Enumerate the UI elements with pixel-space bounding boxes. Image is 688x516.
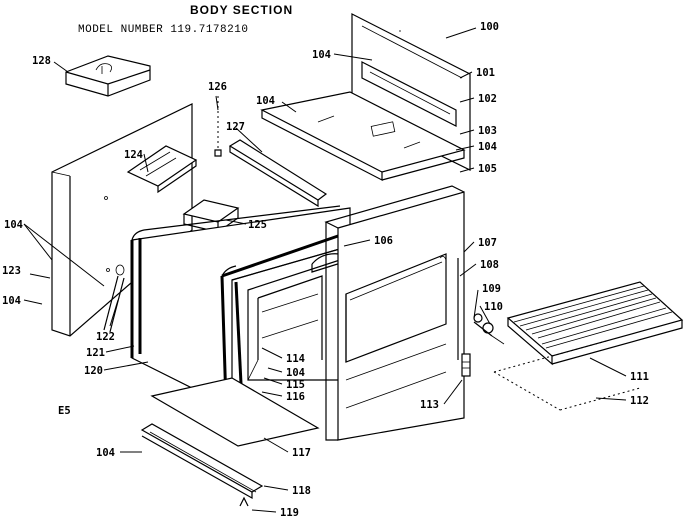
- label-101: 101: [476, 67, 495, 79]
- label-122: 122: [96, 331, 115, 343]
- label-104-topleft: 104: [256, 95, 275, 107]
- label-107: 107: [478, 237, 497, 249]
- part-100-back-panel: [351, 13, 471, 171]
- label-123: 123: [2, 265, 21, 277]
- part-120-outer-wrap: [130, 205, 351, 409]
- label-100: 100: [480, 21, 499, 33]
- label-119: 119: [280, 507, 299, 516]
- part-122-strip: [103, 264, 125, 333]
- part-118-rails: [140, 423, 264, 500]
- model-number: MODEL NUMBER 119.7178210: [78, 24, 248, 36]
- label-104-leftlow: 104: [2, 295, 21, 307]
- part-top-panel: [260, 91, 466, 181]
- label-115: 115: [286, 379, 305, 391]
- label-103: 103: [478, 125, 497, 137]
- label-104-mid: 104: [286, 367, 305, 379]
- label-112: 112: [630, 395, 649, 407]
- part-119-clip: [239, 496, 249, 507]
- label-127: 127: [226, 121, 245, 133]
- part-128-box: [65, 55, 151, 97]
- leader-lines: [23, 27, 627, 513]
- part-111-grill-rack: [506, 281, 684, 366]
- label-111: 111: [630, 371, 649, 383]
- label-125: 125: [248, 219, 267, 231]
- label-110: 110: [484, 301, 503, 313]
- label-106: 106: [374, 235, 393, 247]
- part-126-screw: [214, 96, 222, 157]
- footnote-code: E5: [58, 405, 71, 417]
- label-120: 120: [84, 365, 103, 377]
- label-109: 109: [482, 283, 501, 295]
- label-105: 105: [478, 163, 497, 175]
- part-labels: 100 101 102 103 104 105 104 104 127 126 …: [2, 21, 649, 516]
- label-117: 117: [292, 447, 311, 459]
- label-126: 126: [208, 81, 227, 93]
- label-102: 102: [478, 93, 497, 105]
- label-114: 114: [286, 353, 305, 365]
- part-oven-body: [324, 185, 465, 441]
- part-117-floor-plate: [150, 377, 320, 447]
- part-112-tray: [493, 339, 641, 411]
- label-108: 108: [480, 259, 499, 271]
- label-113: 113: [420, 399, 439, 411]
- label-128: 128: [32, 55, 51, 67]
- label-116: 116: [286, 391, 305, 403]
- part-113-fitting: [461, 353, 471, 377]
- part-124-bracket: [126, 145, 198, 194]
- label-118: 118: [292, 485, 311, 497]
- label-104-bottom: 104: [96, 447, 115, 459]
- label-104-top: 104: [312, 49, 331, 61]
- label-104-right: 104: [478, 141, 497, 153]
- label-124: 124: [124, 149, 143, 161]
- label-121: 121: [86, 347, 105, 359]
- diagram-title: BODY SECTION: [190, 3, 293, 17]
- part-127-bar: [228, 139, 328, 208]
- part-109-valve: [473, 313, 505, 345]
- label-104-left: 104: [4, 219, 23, 231]
